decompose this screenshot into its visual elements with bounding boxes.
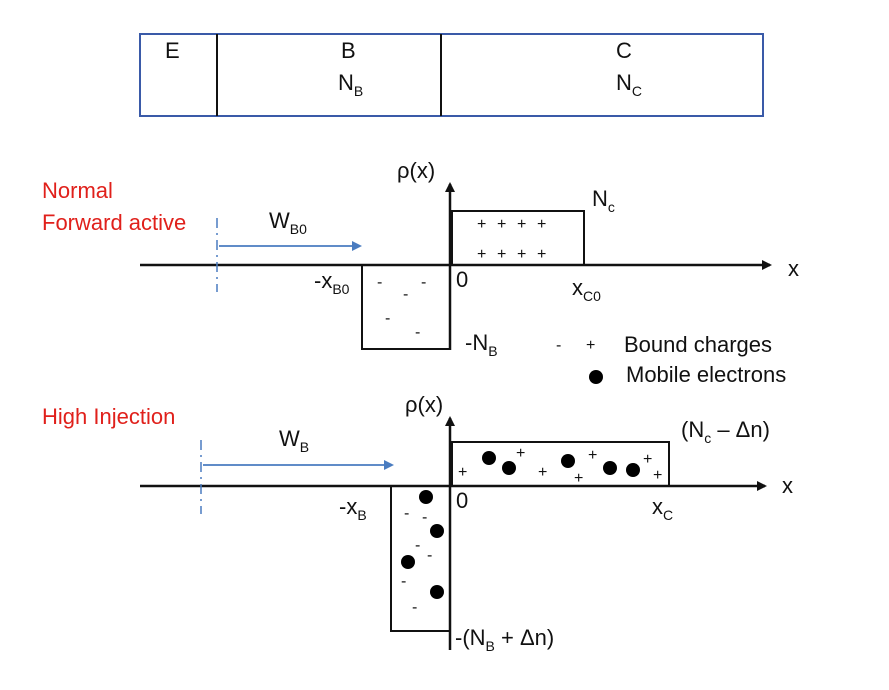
electron-dot: [419, 490, 433, 504]
device-structure: E B NB C NC: [139, 33, 764, 117]
high-negative-charges: - - - - - -: [401, 505, 432, 616]
minus-sign: -: [401, 573, 406, 590]
normal-negative-charges: - - - - -: [377, 274, 426, 341]
collector-label: C: [616, 38, 632, 63]
normal-positive-charges: + + + + + + + +: [477, 216, 546, 263]
high-rho-label: ρ(x): [405, 392, 443, 417]
plus-sign: +: [477, 216, 486, 233]
electron-dot: [502, 461, 516, 475]
minus-sign: -: [412, 599, 417, 616]
high-xneg-label: -xB: [339, 494, 367, 523]
minus-sign: -: [421, 274, 426, 291]
high-base-electrons: [401, 490, 444, 599]
high-title: High Injection: [42, 404, 175, 429]
high-collector-charge-box: [451, 441, 670, 487]
minus-sign: -: [427, 547, 432, 564]
minus-sign: -: [377, 274, 382, 291]
high-nb-label: -(NB + Δn): [455, 625, 554, 654]
plus-sign: +: [537, 216, 546, 233]
electron-dot: [626, 463, 640, 477]
emitter-label: E: [165, 38, 180, 63]
plus-sign: +: [517, 246, 526, 263]
plus-sign: +: [574, 470, 583, 487]
plus-sign: +: [537, 246, 546, 263]
electron-dot: [401, 555, 415, 569]
normal-collector-charge-box: [451, 210, 585, 266]
normal-x-label: x: [788, 256, 799, 281]
normal-width-label: WB0: [269, 208, 307, 237]
normal-panel: Normal Forward active ρ(x) x WB0 + + + +…: [42, 158, 799, 359]
legend-bound-charges: Bound charges: [624, 332, 772, 357]
legend-plus-sign: +: [586, 337, 595, 354]
normal-title-line1: Normal: [42, 178, 113, 203]
high-base-charge-box: [390, 485, 451, 632]
plus-sign: +: [497, 246, 506, 263]
normal-base-charge-box: [361, 264, 451, 350]
minus-sign: -: [403, 286, 408, 303]
high-collector-electrons: [482, 451, 640, 477]
high-width-label: WB: [279, 426, 309, 455]
plus-sign: +: [516, 445, 525, 462]
plus-sign: +: [538, 464, 547, 481]
minus-sign: -: [415, 324, 420, 341]
high-positive-charges: + + + + + + +: [458, 445, 662, 487]
legend-minus-sign: -: [556, 337, 561, 354]
plus-sign: +: [517, 216, 526, 233]
high-injection-panel: High Injection ρ(x) x WB + + + + + + +: [42, 392, 793, 654]
electron-dot: [430, 585, 444, 599]
minus-sign: -: [404, 505, 409, 522]
base-label: B: [341, 38, 356, 63]
plus-sign: +: [643, 451, 652, 468]
legend-mobile-electrons: Mobile electrons: [626, 362, 786, 387]
normal-zero-label: 0: [456, 267, 468, 292]
electron-dot: [561, 454, 575, 468]
device-outline: [139, 33, 764, 117]
high-nc-label: (Nc – Δn): [681, 417, 770, 446]
plus-sign: +: [588, 447, 597, 464]
electron-dot: [603, 461, 617, 475]
minus-sign: -: [385, 310, 390, 327]
high-zero-label: 0: [456, 488, 468, 513]
legend: - + Bound charges Mobile electrons: [556, 332, 786, 387]
plus-sign: +: [497, 216, 506, 233]
minus-sign: -: [422, 509, 427, 526]
high-x-label: x: [782, 473, 793, 498]
high-xpos-label: xC: [652, 494, 673, 523]
collector-doping: NC: [616, 70, 642, 99]
plus-sign: +: [653, 467, 662, 484]
normal-nc-label: Nc: [592, 186, 615, 215]
normal-nb-label: -NB: [465, 330, 498, 359]
normal-xpos-label: xC0: [572, 275, 601, 304]
minus-sign: -: [415, 537, 420, 554]
legend-electron-dot: [589, 370, 603, 384]
base-doping: NB: [338, 70, 363, 99]
electron-dot: [430, 524, 444, 538]
normal-xneg-label: -xB0: [314, 268, 350, 297]
plus-sign: +: [458, 464, 467, 481]
electron-dot: [482, 451, 496, 465]
normal-rho-label: ρ(x): [397, 158, 435, 183]
normal-title-line2: Forward active: [42, 210, 186, 235]
plus-sign: +: [477, 246, 486, 263]
